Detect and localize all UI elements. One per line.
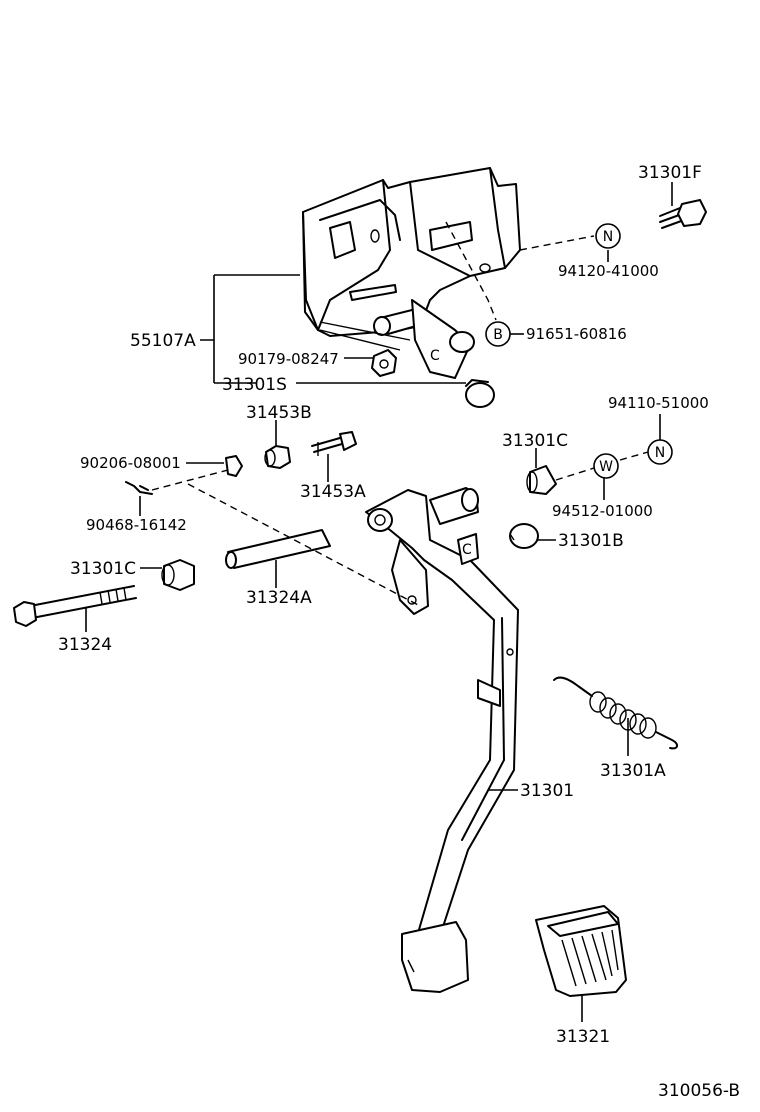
label-90179-08247: 90179-08247 xyxy=(238,350,339,368)
nut-90179-drawing xyxy=(371,349,397,377)
label-31324: 31324 xyxy=(58,635,112,655)
label-31301F: 31301F xyxy=(638,163,702,183)
leader-lines xyxy=(85,182,673,1022)
label-31301B: 31301B xyxy=(558,531,624,551)
stopper-31301B-drawing xyxy=(509,523,539,549)
label-31324A: 31324A xyxy=(246,588,312,608)
label-94120-41000: 94120-41000 xyxy=(558,262,659,280)
label-31301S: 31301S xyxy=(222,375,287,395)
label-90206-08001: 90206-08001 xyxy=(80,454,181,472)
label-31301: 31301 xyxy=(520,781,574,801)
svg-text:N: N xyxy=(603,229,613,245)
label-31321: 31321 xyxy=(556,1027,610,1047)
label-94512-01000: 94512-01000 xyxy=(552,502,653,520)
stopper-31301S-drawing xyxy=(465,379,495,408)
badge-n-94120: N xyxy=(595,223,621,249)
badge-n-94110: N xyxy=(647,439,673,465)
badge-b-91651: B xyxy=(485,321,511,347)
bolt-31324-drawing xyxy=(13,585,137,627)
part-labels: 31301F 94120-41000 91651-60816 55107A 90… xyxy=(58,163,740,1101)
sleeve-31324A-drawing xyxy=(225,529,331,569)
badge-w-94512: W xyxy=(593,453,619,479)
bushing-31301C-right-drawing xyxy=(526,465,557,495)
assembly-dashed-lines xyxy=(151,221,649,607)
clip-90206-drawing xyxy=(225,455,243,477)
label-94110-51000: 94110-51000 xyxy=(608,394,709,412)
spring-31301A-drawing xyxy=(553,676,678,750)
diagram-code: 310056-B xyxy=(658,1081,740,1101)
label-31453A: 31453A xyxy=(300,482,366,502)
bolt-31301F-drawing xyxy=(659,199,707,229)
svg-text:C: C xyxy=(462,542,472,558)
pedal-pad-31321-drawing xyxy=(535,905,627,997)
svg-text:W: W xyxy=(599,459,613,475)
pedal-arm-31301-drawing: C xyxy=(365,487,519,993)
bushing-31453B-drawing xyxy=(264,445,291,469)
label-31301A: 31301A xyxy=(600,761,666,781)
svg-text:N: N xyxy=(655,445,665,461)
label-55107A: 55107A xyxy=(130,331,196,351)
bushing-31301C-left-drawing xyxy=(161,559,195,591)
pedal-bracket-drawing: C xyxy=(302,167,521,379)
svg-text:C: C xyxy=(430,348,440,364)
label-91651-60816: 91651-60816 xyxy=(526,325,627,343)
pin-31453A-drawing xyxy=(311,431,357,456)
label-90468-16142: 90468-16142 xyxy=(86,516,187,534)
svg-text:B: B xyxy=(493,327,503,343)
label-31453B: 31453B xyxy=(246,403,312,423)
label-31301C-right: 31301C xyxy=(502,431,568,451)
pin-90468-drawing xyxy=(125,481,153,495)
label-31301C-left: 31301C xyxy=(70,559,136,579)
